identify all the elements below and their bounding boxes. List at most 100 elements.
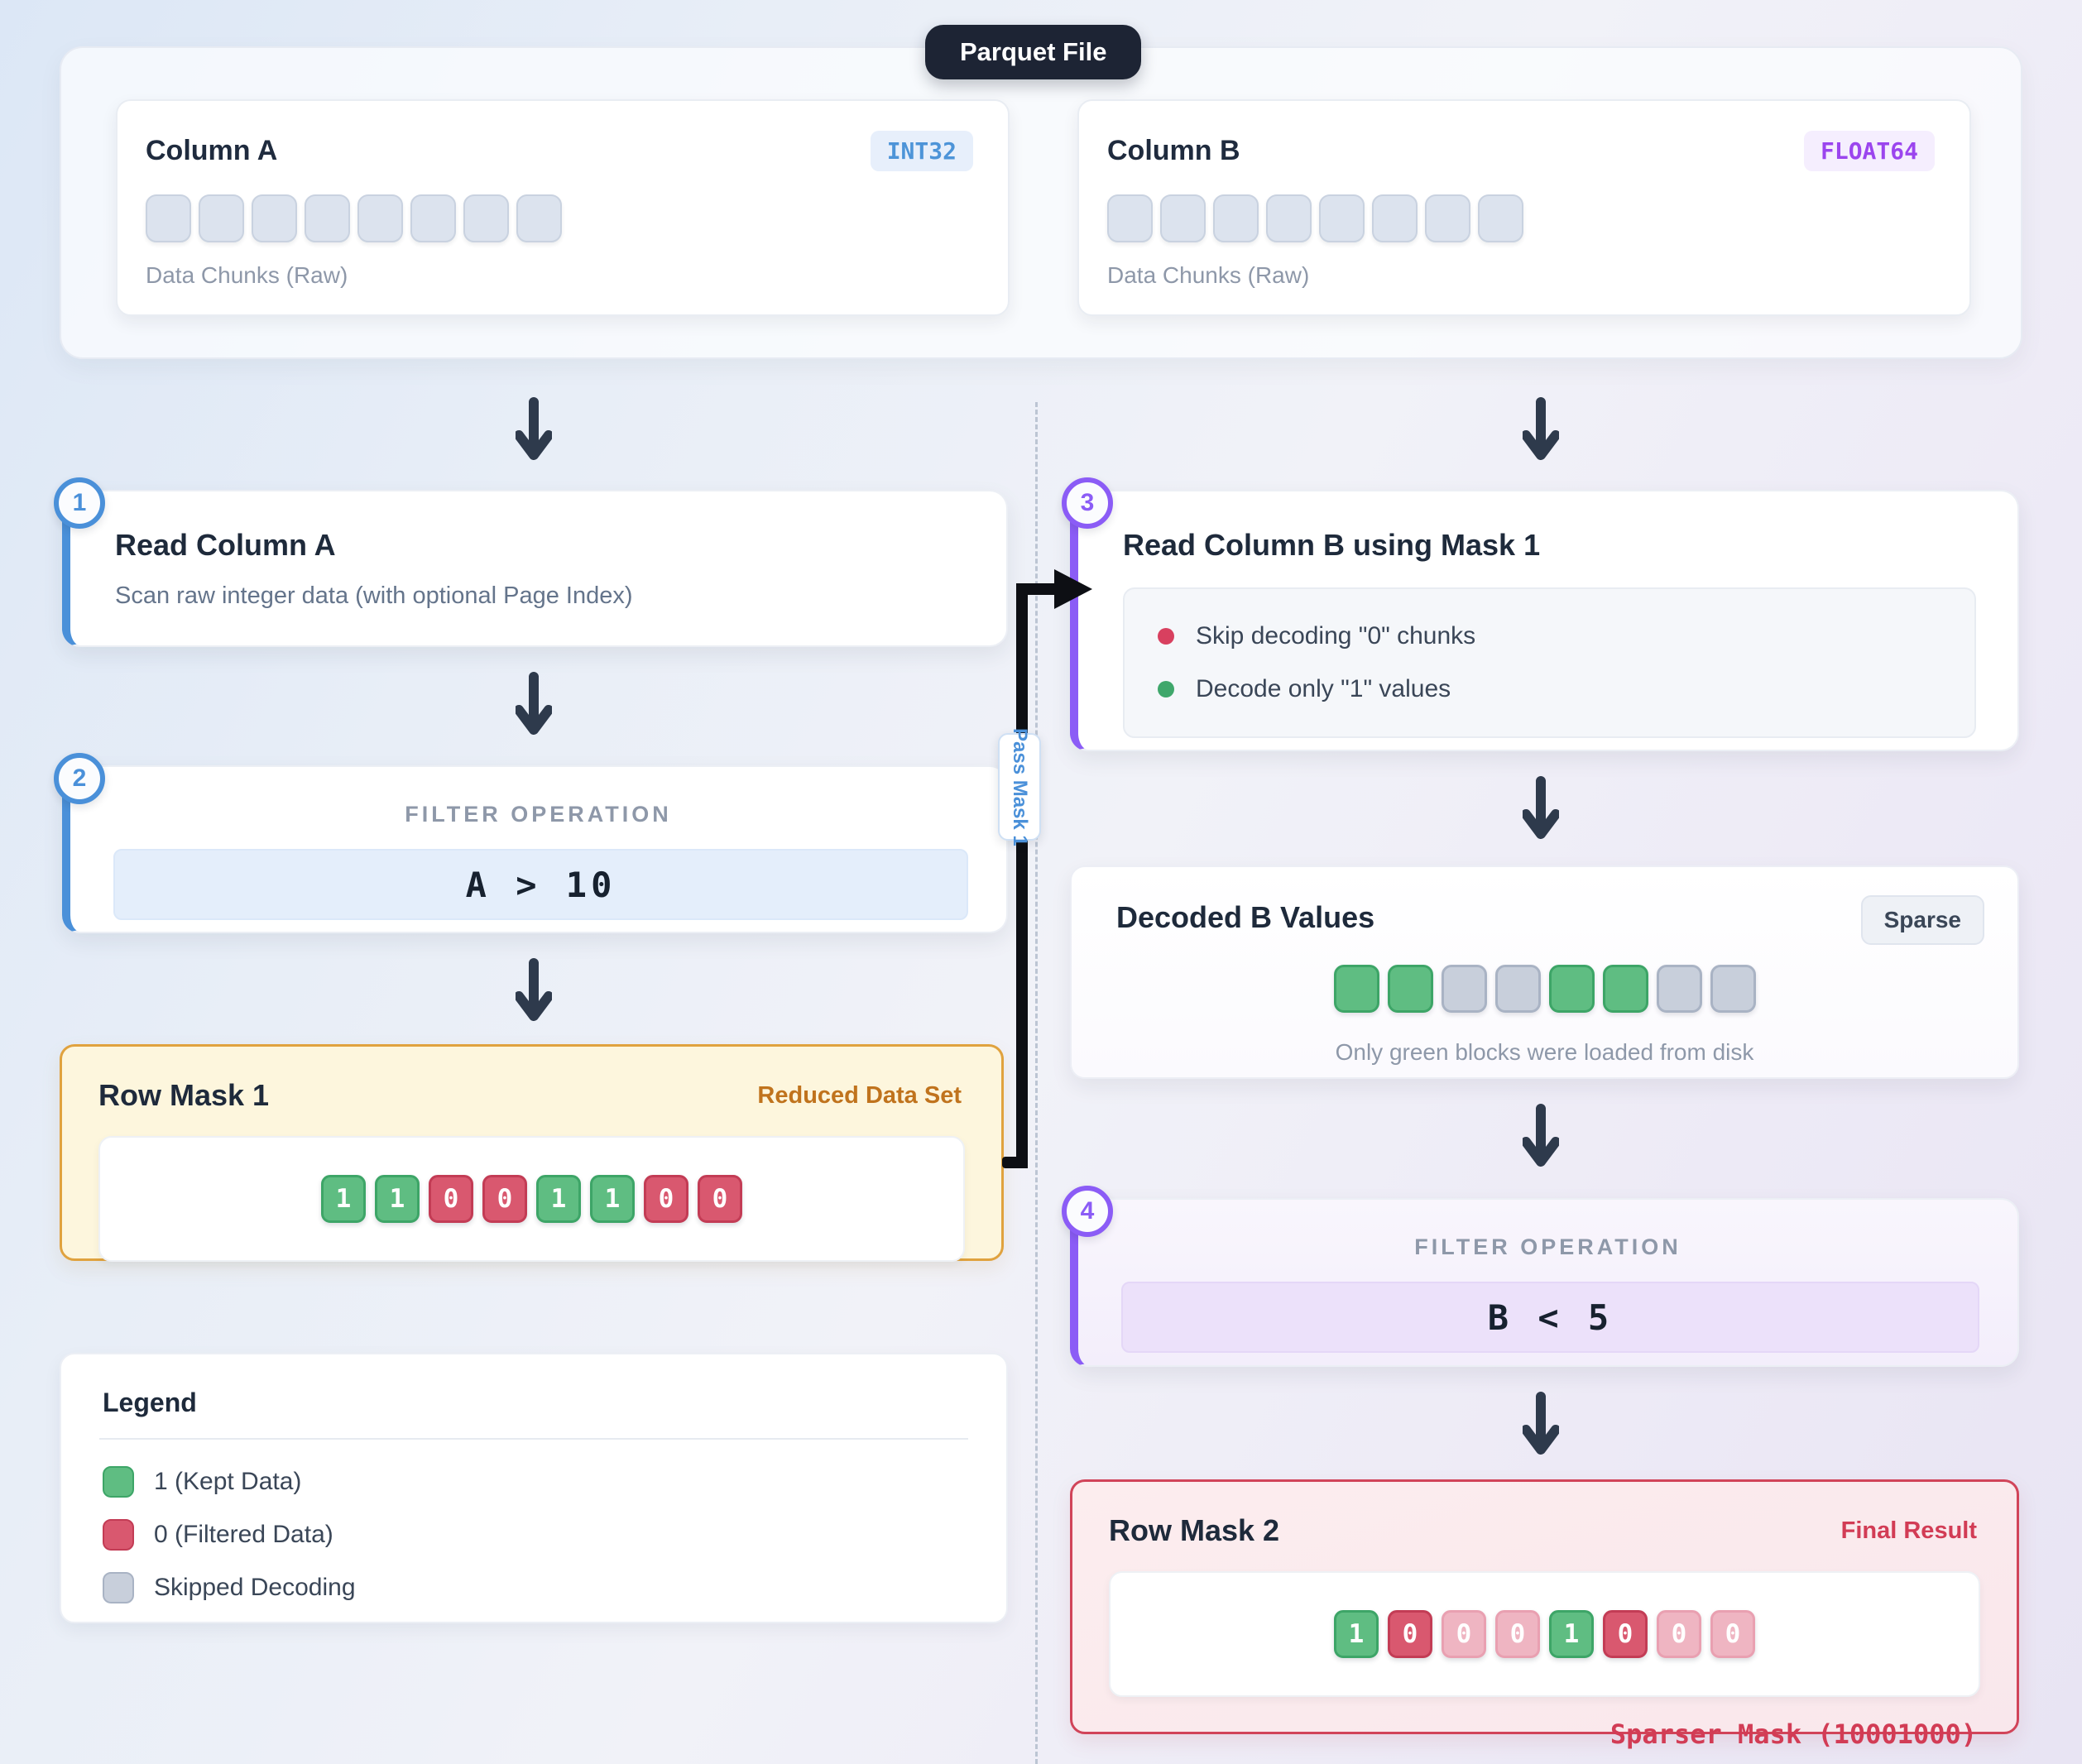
- decoded-block-loaded: [1333, 965, 1379, 1013]
- mask-bit-kept: 1: [321, 1175, 366, 1223]
- step-4-filter-expression: B < 5: [1121, 1282, 1979, 1353]
- column-b-type-badge: FLOAT64: [1803, 131, 1935, 171]
- mask-bit-skipped: 0: [1710, 1610, 1755, 1658]
- decoded-b-caption: Only green blocks were loaded from disk: [1335, 1039, 1754, 1065]
- mask-bit-filtered: 0: [1603, 1610, 1648, 1658]
- mask-bit-filtered: 0: [698, 1175, 742, 1223]
- row-mask-1-tag: Reduced Data Set: [757, 1081, 962, 1109]
- pass-mask-connector-vertical: [1016, 583, 1028, 1168]
- pass-mask-connector-top: [1016, 583, 1058, 595]
- mask-bit-kept: 1: [1549, 1610, 1594, 1658]
- row-mask-2-title: Row Mask 2: [1109, 1513, 1280, 1547]
- step-4-badge: 4: [1062, 1186, 1113, 1237]
- decoded-block-skipped: [1494, 965, 1541, 1013]
- column-b-card: Column B FLOAT64 Data Chunks (Raw): [1077, 99, 1971, 316]
- step-1-read-column-a-card: 1 Read Column A Scan raw integer data (w…: [54, 477, 1008, 647]
- step-1-title: Read Column A: [115, 528, 336, 562]
- column-a-type-badge: INT32: [870, 131, 973, 171]
- mask-bit-filtered: 0: [644, 1175, 688, 1223]
- mask-bit-filtered: 0: [1388, 1610, 1432, 1658]
- mask-bit-skipped: 0: [1495, 1610, 1540, 1658]
- bullet-item: Decode only "1" values: [1158, 675, 1941, 703]
- parquet-file-container: Column A INT32 Data Chunks (Raw) Column …: [60, 46, 2022, 359]
- raw-data-chunk: [410, 194, 456, 242]
- raw-data-chunk: [305, 194, 350, 242]
- bullet-dot-green-icon: [1158, 681, 1174, 697]
- decoded-block-loaded: [1548, 965, 1595, 1013]
- column-a-chunk-caption: Data Chunks (Raw): [146, 262, 348, 288]
- raw-data-chunk: [516, 194, 562, 242]
- pass-mask-label-tab: Pass Mask 1: [998, 728, 1041, 846]
- step-3-title: Read Column B using Mask 1: [1123, 528, 1541, 562]
- sparse-badge: Sparse: [1860, 895, 1984, 945]
- raw-data-chunk: [357, 194, 403, 242]
- mask-bit-filtered: 0: [482, 1175, 527, 1223]
- column-b-chunk-caption: Data Chunks (Raw): [1107, 262, 1310, 288]
- column-a-title: Column A: [146, 135, 278, 166]
- column-divider: [1035, 402, 1038, 1764]
- legend-title: Legend: [103, 1388, 197, 1417]
- decoded-block-skipped: [1656, 965, 1702, 1013]
- raw-data-chunk: [1213, 194, 1259, 242]
- step-1-subtitle: Scan raw integer data (with optional Pag…: [115, 582, 633, 609]
- bullet-dot-red-icon: [1158, 628, 1174, 645]
- parquet-file-pill: Parquet File: [925, 25, 1142, 79]
- mask-bit-kept: 1: [1334, 1610, 1379, 1658]
- legend-swatch-red: [103, 1519, 134, 1551]
- decoded-block-skipped: [1710, 965, 1756, 1013]
- step-4-filter-operation-card: 4 FILTER OPERATION B < 5: [1062, 1186, 2019, 1367]
- decoded-b-values-card: Decoded B Values Sparse Only green block…: [1070, 865, 2019, 1079]
- legend-label: 0 (Filtered Data): [154, 1521, 333, 1548]
- raw-data-chunk: [199, 194, 244, 242]
- bullet-item: Skip decoding "0" chunks: [1158, 622, 1941, 650]
- bullet-text: Skip decoding "0" chunks: [1196, 622, 1476, 650]
- row-mask-2-tag: Final Result: [1840, 1517, 1977, 1544]
- legend-divider: [99, 1438, 968, 1440]
- raw-data-chunk: [146, 194, 191, 242]
- raw-data-chunk: [1107, 194, 1153, 242]
- raw-data-chunk: [252, 194, 297, 242]
- step-1-badge: 1: [54, 477, 105, 529]
- column-b-title: Column B: [1107, 135, 1240, 166]
- legend-label: Skipped Decoding: [154, 1574, 356, 1601]
- legend-item: 1 (Kept Data): [103, 1466, 1006, 1498]
- raw-data-chunk: [1160, 194, 1206, 242]
- bullet-text: Decode only "1" values: [1196, 675, 1451, 702]
- legend-swatch-gray: [103, 1572, 134, 1603]
- legend-swatch-green: [103, 1466, 134, 1498]
- raw-data-chunk: [1266, 194, 1312, 242]
- mask-bit-skipped: 0: [1442, 1610, 1486, 1658]
- row-mask-2-caption: Sparser Mask (10001000): [1609, 1718, 1977, 1750]
- step-3-badge: 3: [1062, 477, 1113, 529]
- step-2-filter-expression: A > 10: [113, 849, 968, 920]
- mask-bit-kept: 1: [590, 1175, 635, 1223]
- legend-item: 0 (Filtered Data): [103, 1519, 1006, 1551]
- raw-data-chunk: [1478, 194, 1523, 242]
- down-arrow-icon: [516, 397, 552, 460]
- mask-bit-skipped: 0: [1657, 1610, 1701, 1658]
- legend-label: 1 (Kept Data): [154, 1468, 302, 1495]
- down-arrow-icon: [516, 958, 552, 1021]
- decoded-b-title: Decoded B Values: [1116, 900, 1375, 934]
- step-2-filter-label: FILTER OPERATION: [405, 802, 672, 827]
- step-3-read-column-b-card: 3 Read Column B using Mask 1 Skip decodi…: [1062, 477, 2019, 751]
- decoded-b-blocks: [1072, 965, 2017, 1013]
- raw-data-chunk: [1425, 194, 1470, 242]
- mask-bit-kept: 1: [536, 1175, 581, 1223]
- mask-bit-filtered: 0: [429, 1175, 473, 1223]
- decoded-block-skipped: [1441, 965, 1487, 1013]
- step-2-filter-operation-card: 2 FILTER OPERATION A > 10: [54, 753, 1008, 933]
- row-mask-1-title: Row Mask 1: [98, 1078, 270, 1112]
- down-arrow-icon: [516, 672, 552, 735]
- column-b-chunk-row: [1107, 194, 1969, 242]
- step-2-badge: 2: [54, 753, 105, 804]
- step-4-filter-label: FILTER OPERATION: [1414, 1234, 1681, 1259]
- mask-bit-kept: 1: [375, 1175, 420, 1223]
- column-a-chunk-row: [146, 194, 1008, 242]
- parquet-file-label: Parquet File: [960, 37, 1107, 66]
- legend-items: 1 (Kept Data) 0 (Filtered Data) Skipped De…: [103, 1466, 1006, 1603]
